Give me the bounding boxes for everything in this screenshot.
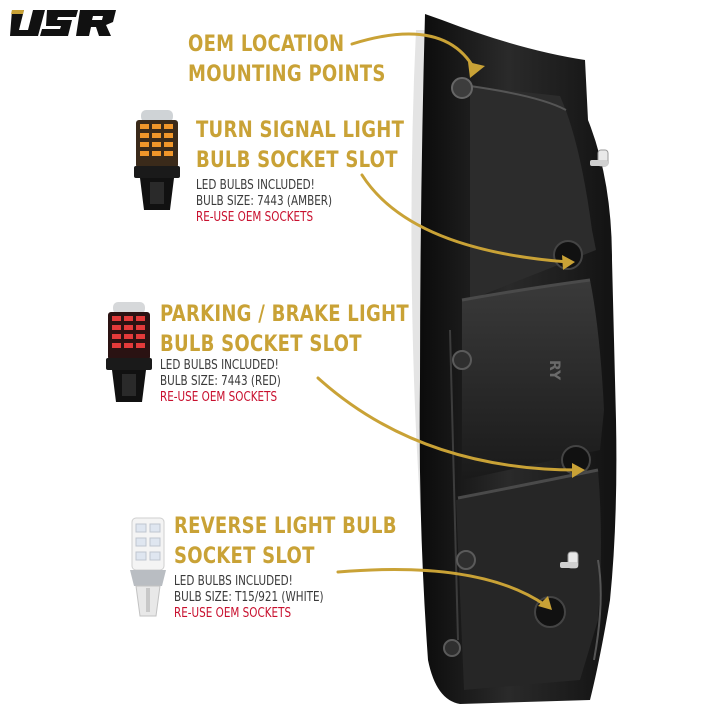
reuse-sockets-note: RE-USE OEM SOCKETS	[174, 606, 292, 621]
detail-line: LED BULBS INCLUDED!	[160, 358, 279, 373]
callout-turn-signal-heading: TURN SIGNAL LIGHT BULB SOCKET SLOT	[196, 116, 404, 176]
heading-line: TURN SIGNAL LIGHT	[196, 118, 405, 143]
heading-line: REVERSE LIGHT BULB	[174, 514, 397, 539]
arrowhead-mounting	[468, 62, 485, 78]
heading-line: BULB SOCKET SLOT	[160, 332, 362, 357]
arrowhead-turn-signal	[562, 255, 575, 270]
callout-arrow-reverse	[336, 567, 547, 607]
callout-reverse-heading: REVERSE LIGHT BULB SOCKET SLOT	[174, 512, 397, 572]
heading-line: MOUNTING POINTS	[188, 62, 386, 87]
callout-arrow-parking-brake	[316, 376, 580, 472]
heading-line: PARKING / BRAKE LIGHT	[160, 302, 409, 327]
usr-logo-icon	[10, 10, 116, 36]
callout-parking-brake-details: LED BULBS INCLUDED! BULB SIZE: 7443 (RED…	[160, 358, 281, 406]
detail-line: LED BULBS INCLUDED!	[174, 574, 293, 589]
white-t15-led-bulb-icon	[130, 517, 166, 617]
heading-line: SOCKET SLOT	[174, 544, 315, 569]
callout-turn-signal-details: LED BULBS INCLUDED! BULB SIZE: 7443 (AMB…	[196, 178, 332, 226]
heading-line: OEM LOCATION	[188, 32, 345, 57]
detail-line: BULB SIZE: 7443 (AMBER)	[196, 194, 333, 209]
callout-parking-brake-heading: PARKING / BRAKE LIGHT BULB SOCKET SLOT	[160, 300, 409, 360]
reuse-sockets-note: RE-USE OEM SOCKETS	[160, 390, 278, 405]
detail-line: BULB SIZE: T15/921 (WHITE)	[174, 590, 324, 605]
amber-7443-led-bulb-icon	[134, 110, 180, 210]
arrowhead-parking-brake	[572, 463, 585, 478]
callout-arrow-mounting	[350, 32, 477, 72]
detail-line: LED BULBS INCLUDED!	[196, 178, 315, 193]
reuse-sockets-note: RE-USE OEM SOCKETS	[196, 210, 314, 225]
heading-line: BULB SOCKET SLOT	[196, 148, 398, 173]
arrowhead-reverse	[538, 596, 552, 610]
red-7443-led-bulb-icon	[106, 302, 152, 402]
callout-mounting-heading: OEM LOCATION MOUNTING POINTS	[188, 30, 386, 90]
detail-line: BULB SIZE: 7443 (RED)	[160, 374, 281, 389]
callout-reverse-details: LED BULBS INCLUDED! BULB SIZE: T15/921 (…	[174, 574, 324, 622]
callout-arrow-turn-signal	[360, 173, 570, 264]
housing-embossed-text: RY	[546, 360, 562, 381]
